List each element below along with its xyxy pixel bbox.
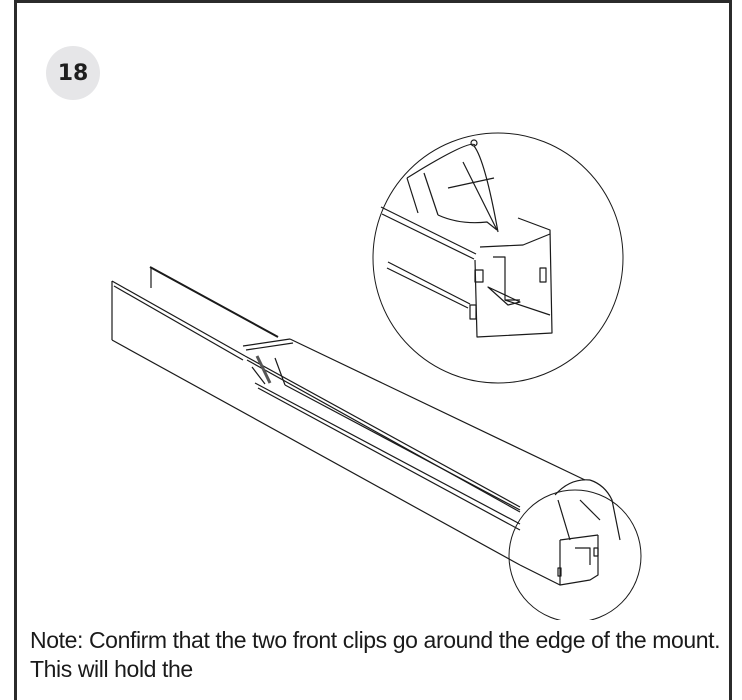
rail-assembly-illustration [111, 132, 642, 620]
step-number: 18 [57, 60, 89, 86]
rail-assembly-drawing [111, 266, 621, 586]
detail-callout-circle [372, 132, 624, 384]
step-number-badge: 18 [46, 46, 100, 100]
instruction-frame [14, 0, 732, 700]
instruction-note: Note: Confirm that the two front clips g… [30, 627, 721, 682]
small-callout-circle [508, 489, 642, 620]
